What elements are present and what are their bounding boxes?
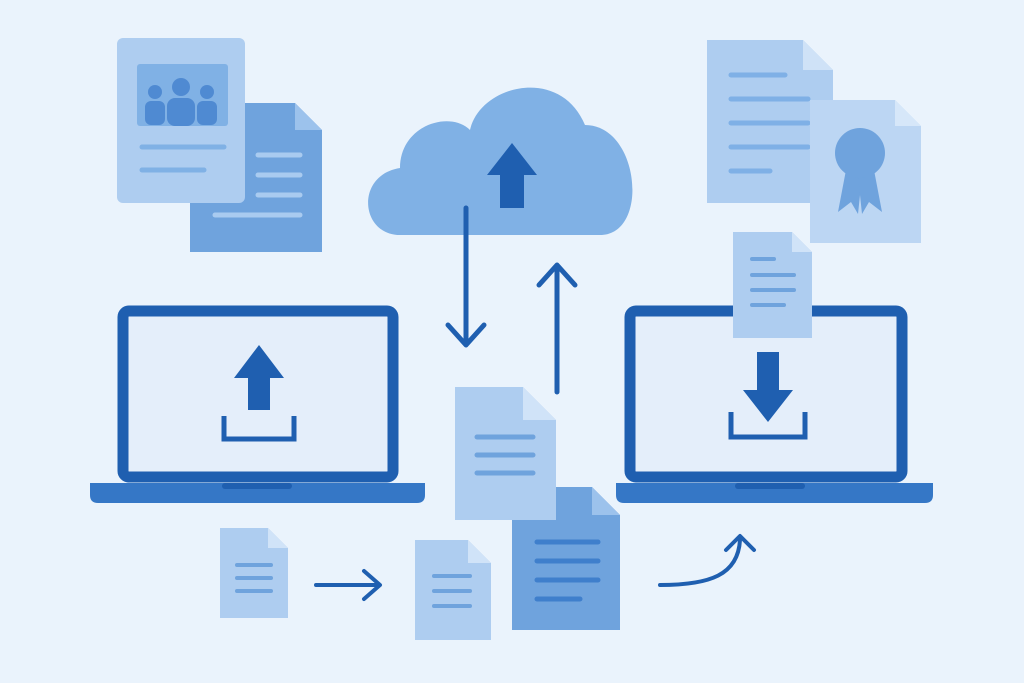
- arrow-right: [314, 569, 382, 601]
- document-with-team-photo: [117, 38, 245, 203]
- cloud: [368, 87, 633, 235]
- certificate-document: [810, 100, 921, 243]
- laptop-download: [616, 305, 933, 503]
- document-text-right: [707, 40, 833, 203]
- people-icon: [145, 78, 217, 126]
- download-icon: [728, 352, 808, 440]
- certificate-icon: [835, 128, 885, 214]
- arrow-up: [536, 262, 578, 395]
- document-small-left: [220, 528, 288, 618]
- laptop-upload: [90, 305, 425, 503]
- cloud-upload-icon: [487, 143, 537, 208]
- document-small-middle: [415, 540, 491, 640]
- curved-arrow: [658, 534, 756, 587]
- document-center-front: [455, 387, 556, 520]
- arrow-down: [445, 205, 487, 348]
- document-center-back: [512, 487, 620, 630]
- document-incoming: [733, 232, 812, 338]
- upload-icon: [221, 345, 297, 442]
